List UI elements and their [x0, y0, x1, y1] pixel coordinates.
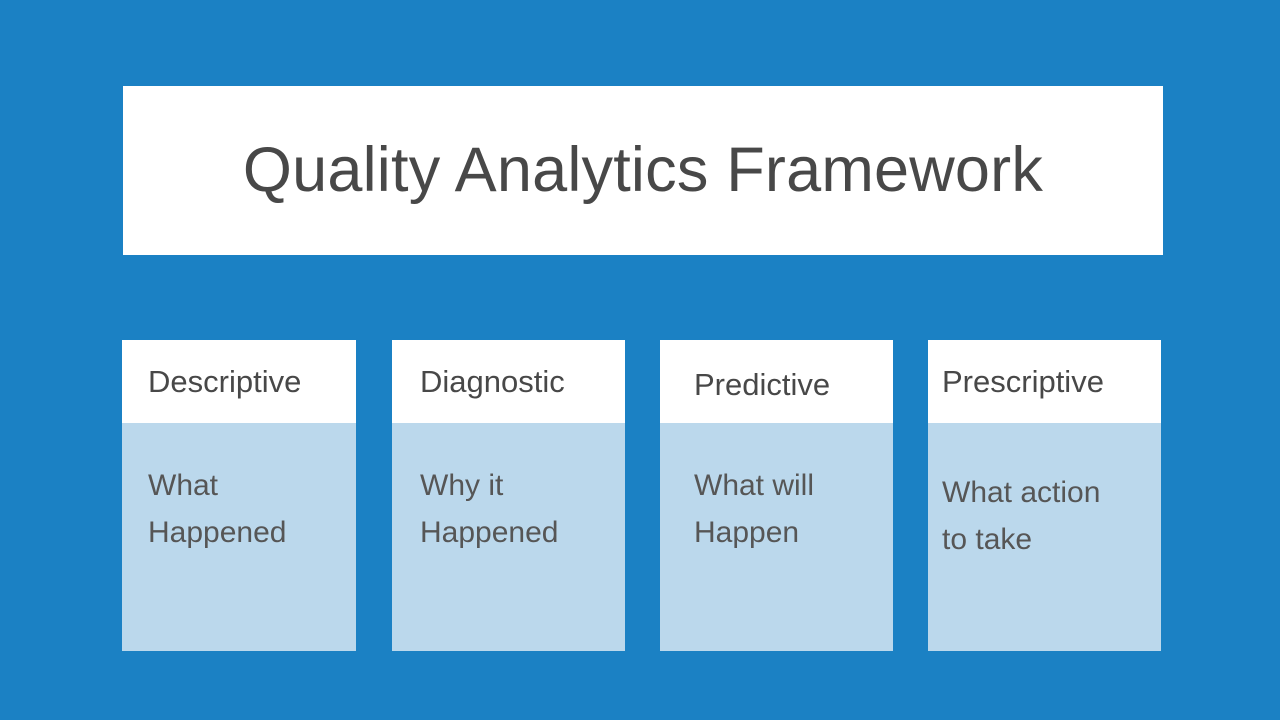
card-header-label: Descriptive — [148, 364, 302, 399]
analytics-card-descriptive[interactable]: Descriptive What Happened — [122, 340, 356, 651]
card-header: Descriptive — [122, 340, 356, 423]
card-body: What action to take — [928, 423, 1161, 563]
page-title: Quality Analytics Framework — [242, 135, 1044, 205]
card-body-label: What Happened — [148, 469, 287, 549]
card-body: What will Happen — [660, 423, 893, 556]
card-body: Why it Happened — [392, 423, 625, 556]
card-body-label: Why it Happened — [420, 469, 559, 549]
title-banner: Quality Analytics Framework — [123, 86, 1163, 255]
analytics-card-diagnostic[interactable]: Diagnostic Why it Happened — [392, 340, 625, 651]
card-header-label: Diagnostic — [420, 364, 565, 399]
analytics-card-predictive[interactable]: Predictive What will Happen — [660, 340, 893, 651]
card-header-label: Prescriptive — [942, 364, 1104, 399]
card-body-label: What will Happen — [694, 469, 815, 549]
card-header: Predictive — [660, 340, 893, 423]
card-header-label: Predictive — [694, 367, 831, 402]
analytics-card-prescriptive[interactable]: Prescriptive What action to take — [928, 340, 1161, 651]
card-header: Diagnostic — [392, 340, 625, 423]
card-body: What Happened — [122, 423, 356, 556]
card-body-label: What action to take — [942, 476, 1101, 556]
card-header: Prescriptive — [928, 340, 1161, 423]
